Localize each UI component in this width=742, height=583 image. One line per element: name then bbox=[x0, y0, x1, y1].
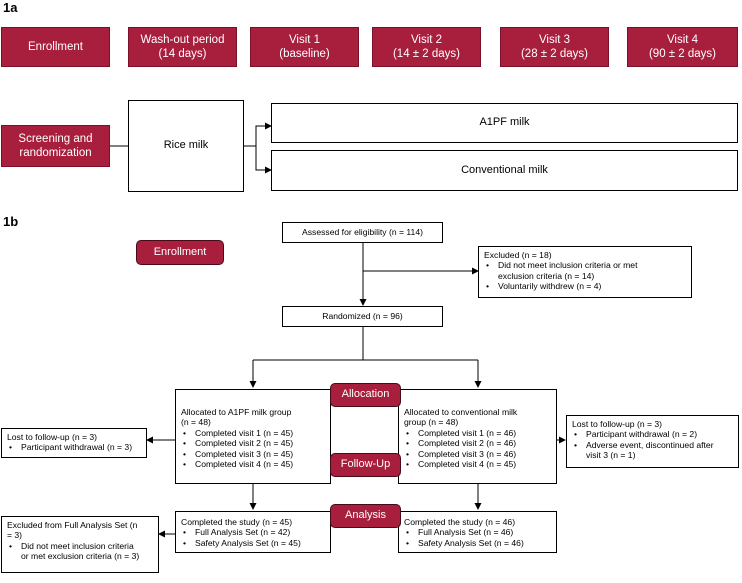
left-allocation-item: Completed visit 3 (n = 45) bbox=[181, 449, 325, 460]
rice-to-conventional-arrow bbox=[255, 146, 272, 174]
right-lost-box: Lost to follow-up (n = 3) Participant wi… bbox=[566, 415, 739, 468]
timeline-enrollment: Enrollment bbox=[1, 27, 110, 67]
stage-enrollment-pill: Enrollment bbox=[136, 240, 224, 265]
excluded-box: Excluded (n = 18) Did not meet inclusion… bbox=[478, 246, 692, 298]
excluded-fas-item: Did not meet inclusion criteria or met e… bbox=[7, 541, 153, 562]
rice-milk-box: Rice milk bbox=[128, 100, 244, 192]
right-allocation-title: Allocated to conventional milk group (n … bbox=[404, 407, 518, 428]
right-analysis-item: Full Analysis Set (n = 46) bbox=[404, 527, 551, 538]
timeline-washout: Wash-out period (14 days) bbox=[128, 27, 237, 67]
left-analysis-box: Completed the study (n = 45) Full Analys… bbox=[175, 511, 331, 553]
right-allocation-item: Completed visit 1 (n = 46) bbox=[404, 428, 551, 439]
left-allocation-item: Completed visit 4 (n = 45) bbox=[181, 459, 325, 470]
left-allocation-item: Completed visit 2 (n = 45) bbox=[181, 438, 325, 449]
left-allocation-title: Allocated to A1PF milk group (n = 48) bbox=[181, 407, 292, 428]
rice-to-a1pf-arrow bbox=[244, 122, 272, 147]
right-allocation-box: Allocated to conventional milk group (n … bbox=[398, 389, 557, 484]
stage-followup-pill: Follow-Up bbox=[330, 453, 401, 477]
left-allocation-box: Allocated to A1PF milk group (n = 48) Co… bbox=[175, 389, 331, 484]
right-allocation-item: Completed visit 4 (n = 45) bbox=[404, 459, 551, 470]
right-analysis-item: Safety Analysis Set (n = 46) bbox=[404, 538, 551, 549]
conventional-milk-box: Conventional milk bbox=[271, 150, 738, 191]
timeline-visit-4: Visit 4 (90 ± 2 days) bbox=[627, 27, 738, 67]
screening-randomization-box: Screening and randomization bbox=[1, 125, 110, 167]
excluded-title: Excluded (n = 18) bbox=[484, 250, 552, 260]
right-analysis-box: Completed the study (n = 46) Full Analys… bbox=[398, 511, 557, 553]
timeline-visit-3: Visit 3 (28 ± 2 days) bbox=[500, 27, 609, 67]
left-lost-item: Participant withdrawal (n = 3) bbox=[7, 442, 141, 453]
stage-analysis-pill: Analysis bbox=[330, 504, 401, 528]
left-analysis-item: Safety Analysis Set (n = 45) bbox=[181, 538, 325, 549]
stage-allocation-pill: Allocation bbox=[330, 383, 401, 407]
panel-b-label: 1b bbox=[3, 214, 19, 229]
right-analysis-title: Completed the study (n = 46) bbox=[404, 517, 516, 527]
right-allocation-item: Completed visit 3 (n = 46) bbox=[404, 449, 551, 460]
a1pf-milk-box: A1PF milk bbox=[271, 103, 738, 143]
timeline-visit-2: Visit 2 (14 ± 2 days) bbox=[372, 27, 481, 67]
excluded-item: Voluntarily withdrew (n = 4) bbox=[484, 281, 686, 292]
excluded-fas-box: Excluded from Full Analysis Set (n = 3) … bbox=[1, 516, 159, 573]
right-lost-title: Lost to follow-up (n = 3) bbox=[572, 419, 663, 429]
excluded-fas-title: Excluded from Full Analysis Set (n = 3) bbox=[7, 520, 138, 541]
excluded-item: Did not meet inclusion criteria or met e… bbox=[484, 260, 686, 281]
left-lost-box: Lost to follow-up (n = 3) Participant wi… bbox=[1, 428, 147, 458]
timeline-visit-1: Visit 1 (baseline) bbox=[250, 27, 359, 67]
left-analysis-item: Full Analysis Set (n = 42) bbox=[181, 527, 325, 538]
randomized-box: Randomized (n = 96) bbox=[282, 306, 443, 327]
left-analysis-title: Completed the study (n = 45) bbox=[181, 517, 293, 527]
right-lost-item: Adverse event, discontinued after visit … bbox=[572, 440, 733, 461]
assessed-box: Assessed for eligibility (n = 114) bbox=[282, 222, 443, 243]
right-allocation-item: Completed visit 2 (n = 46) bbox=[404, 438, 551, 449]
left-allocation-item: Completed visit 1 (n = 45) bbox=[181, 428, 325, 439]
right-lost-item: Participant withdrawal (n = 2) bbox=[572, 429, 733, 440]
panel-a-label: 1a bbox=[3, 0, 18, 15]
left-lost-title: Lost to follow-up (n = 3) bbox=[7, 432, 98, 442]
